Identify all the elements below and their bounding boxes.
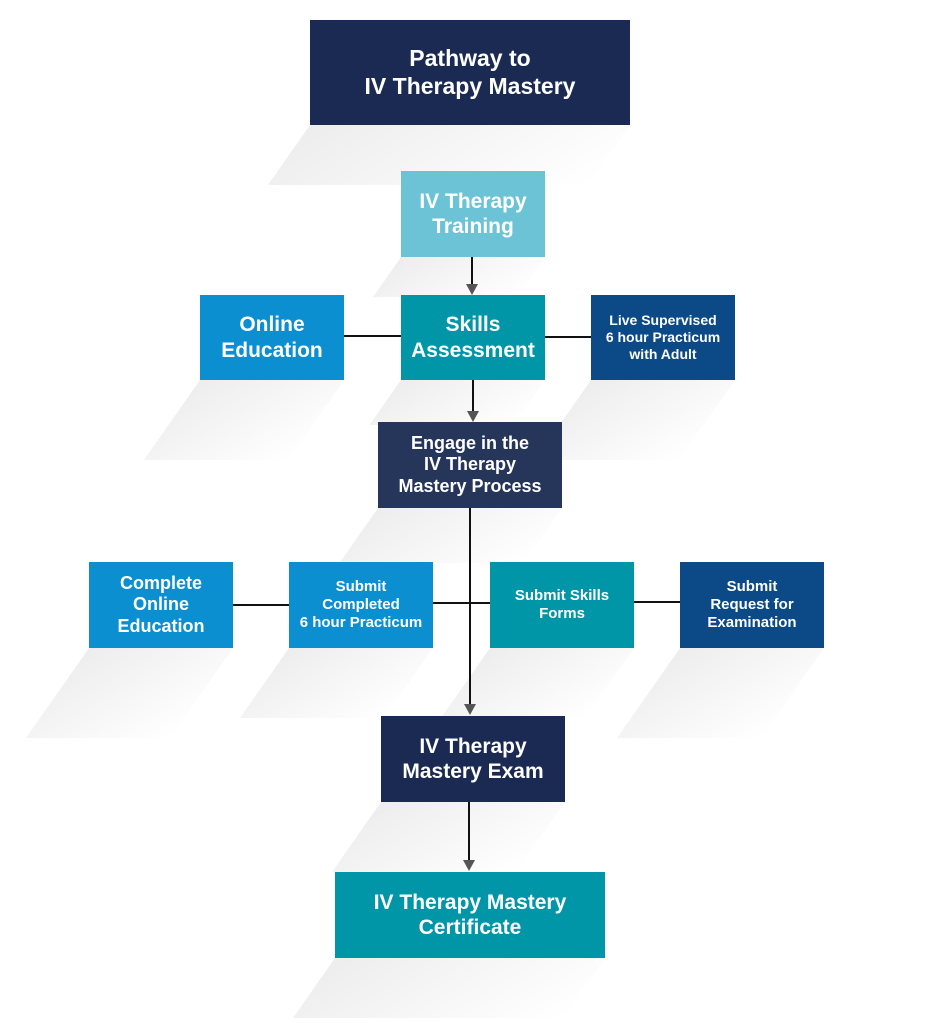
- node-engage-mastery-process: Engage in the IV Therapy Mastery Process: [378, 422, 562, 508]
- node-skills-assessment: Skills Assessment: [401, 295, 545, 380]
- node-submit-request-examination: Submit Request for Examination: [680, 562, 824, 648]
- node-mastery-exam: IV Therapy Mastery Exam: [381, 716, 565, 802]
- connector: [472, 380, 474, 412]
- node-online-education: Online Education: [200, 295, 344, 380]
- connector: [545, 336, 591, 338]
- arrow-head-icon: [466, 284, 478, 295]
- connector: [344, 335, 401, 337]
- connector: [634, 601, 680, 603]
- connector: [468, 802, 470, 860]
- connector: [433, 602, 490, 604]
- node-iv-therapy-training: IV Therapy Training: [401, 171, 545, 257]
- node-complete-online-education: Complete Online Education: [89, 562, 233, 648]
- connector: [471, 257, 473, 285]
- connector: [233, 604, 289, 606]
- arrow-head-icon: [464, 704, 476, 715]
- node-mastery-certificate: IV Therapy Mastery Certificate: [335, 872, 605, 958]
- arrow-head-icon: [463, 860, 475, 871]
- node-live-supervised-practicum: Live Supervised 6 hour Practicum with Ad…: [591, 295, 735, 380]
- title-box: Pathway to IV Therapy Mastery: [310, 20, 630, 125]
- arrow-head-icon: [467, 411, 479, 422]
- node-submit-completed-practicum: Submit Completed 6 hour Practicum: [289, 562, 433, 648]
- node-submit-skills-forms: Submit Skills Forms: [490, 562, 634, 648]
- connector: [469, 508, 471, 705]
